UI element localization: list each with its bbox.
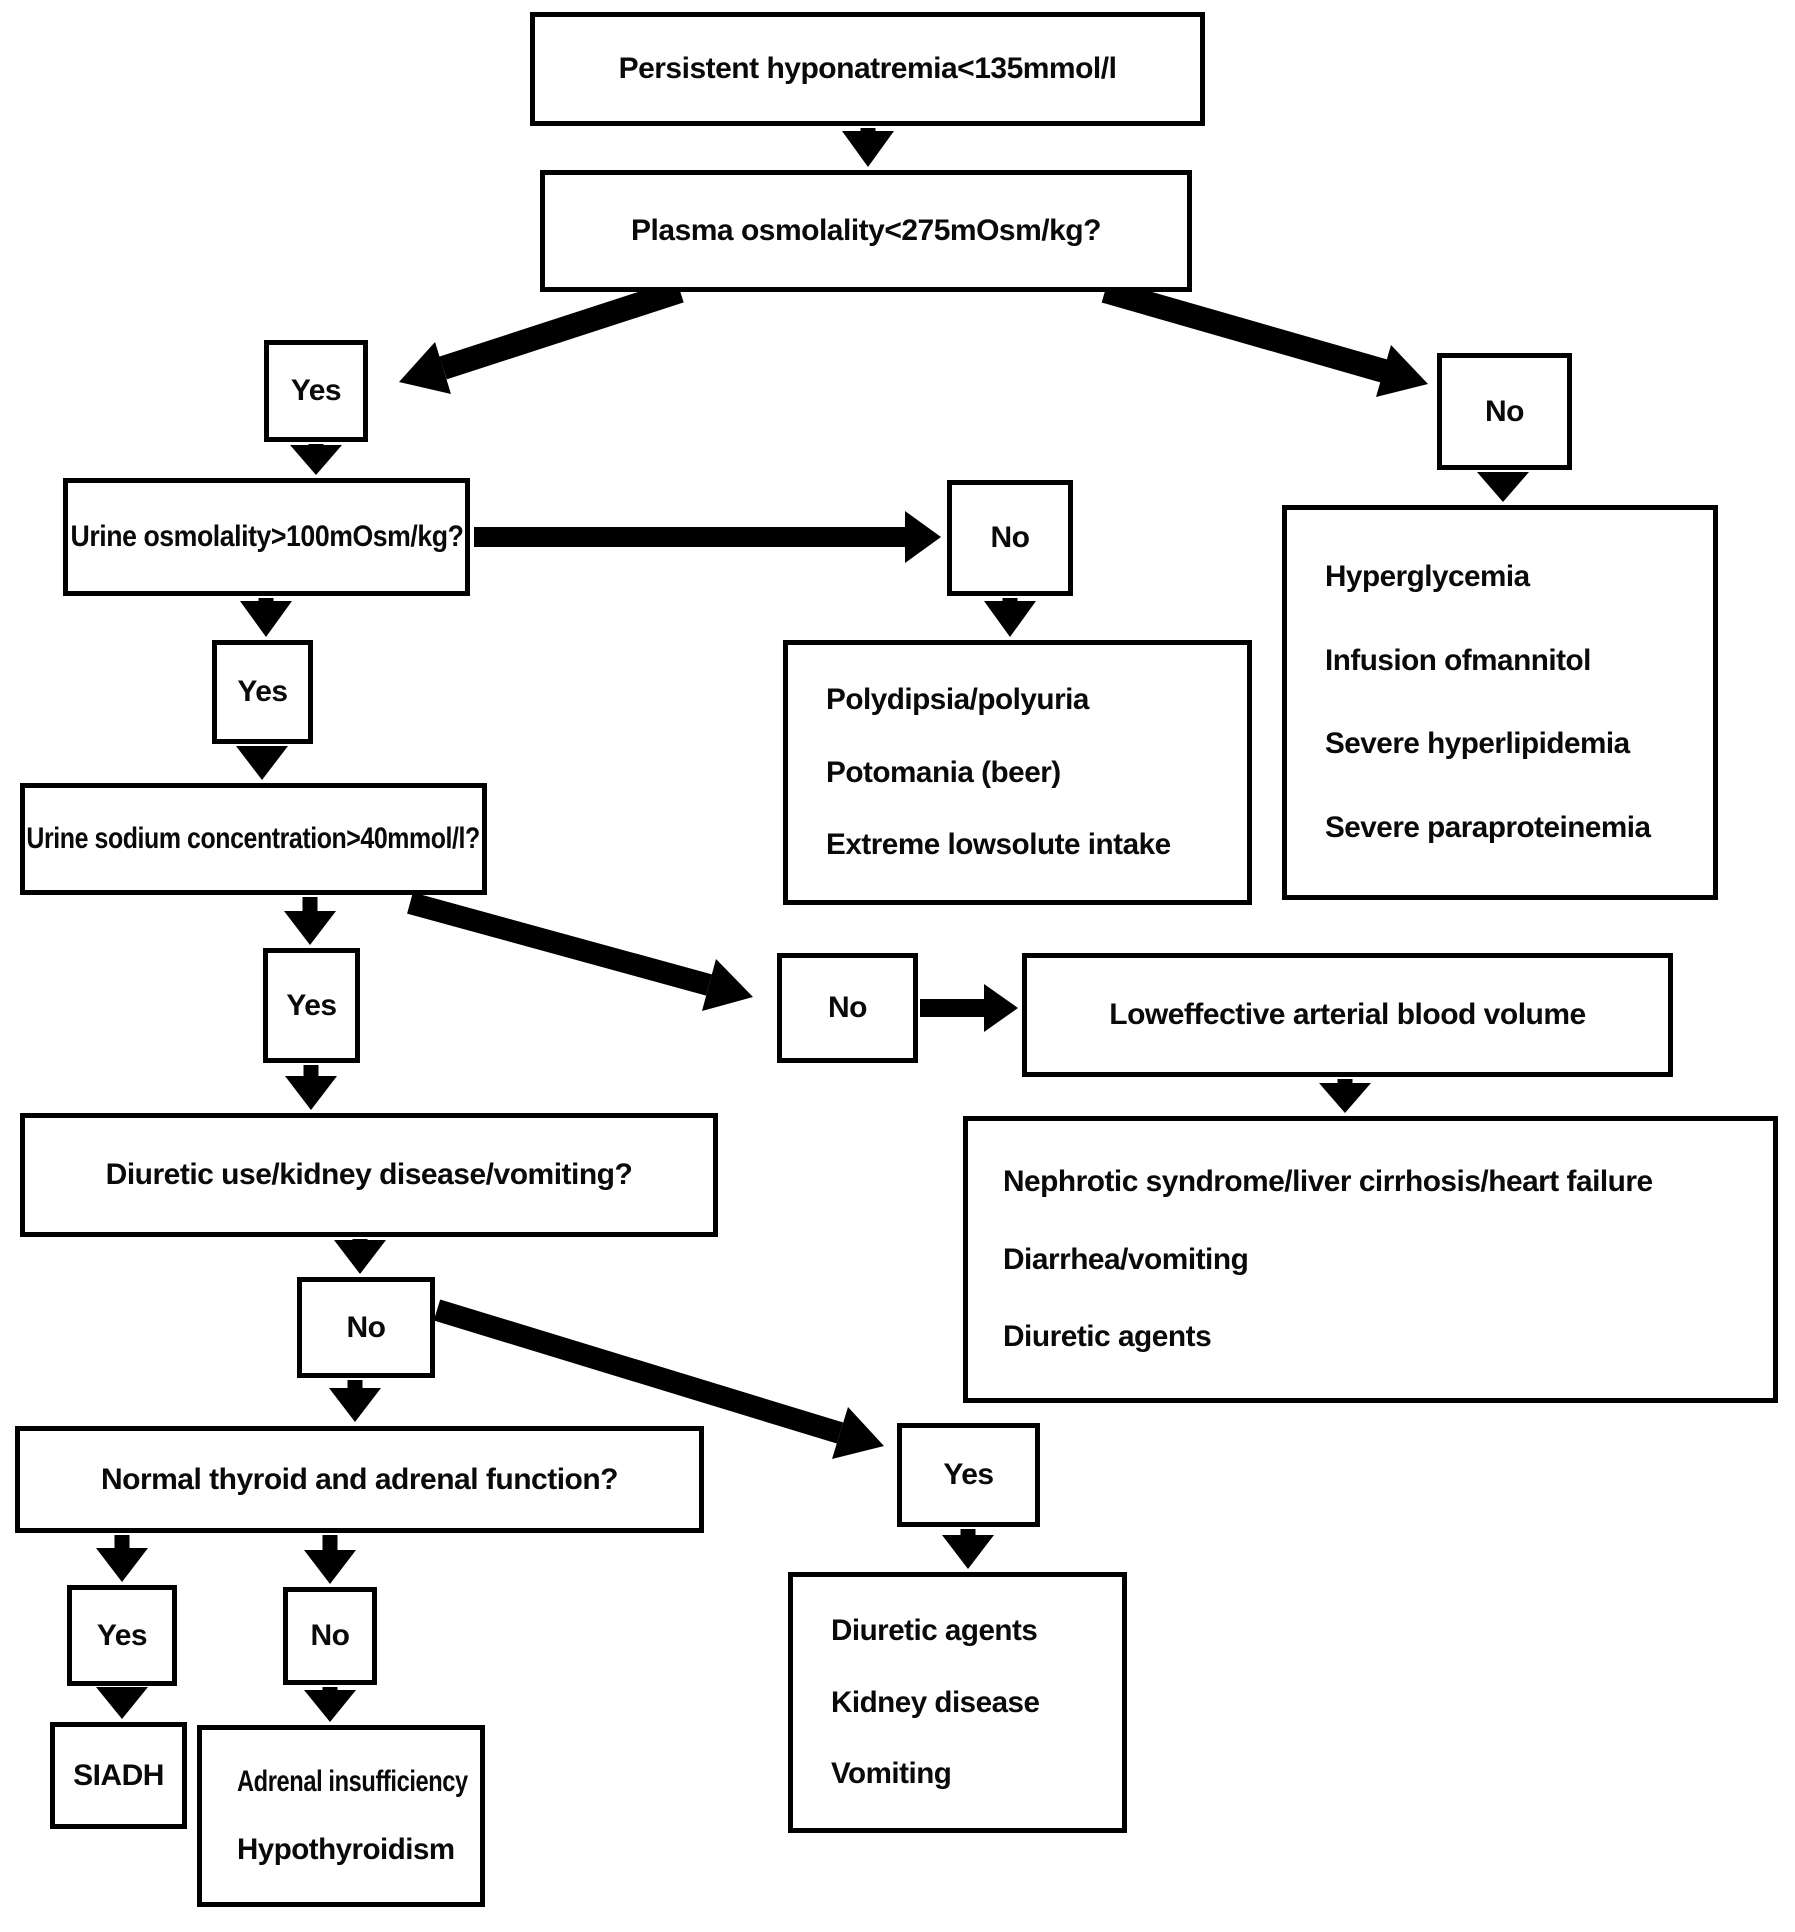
node-hyperosmolar-causes: Hyperglycemia Infusion ofmannitol Severe…	[1282, 505, 1718, 900]
cause-item: Infusion ofmannitol	[1325, 643, 1591, 677]
node-endocrine-causes: Adrenal insufficiency Hypothyroidism	[197, 1725, 485, 1907]
cause-item: Severe hyperlipidemia	[1325, 727, 1630, 761]
node-diuretic-use-question: Diuretic use/kidney disease/vomiting?	[20, 1113, 718, 1237]
arrow-diuretic-use-to-no	[334, 1239, 386, 1274]
node-label: No	[346, 1310, 387, 1344]
node-urine-sodium-concentration: Urine sodium concentration>40mmol/l?	[20, 783, 487, 895]
arrow-yes-to-diuretic-causes	[942, 1529, 994, 1569]
arrow-no-to-endocrine-causes	[304, 1687, 356, 1722]
node-label: Yes	[96, 1618, 148, 1652]
arrow-no-to-hyperosmolar-causes	[1477, 472, 1529, 502]
arrow-plasma-to-yes	[399, 279, 684, 394]
node-label: Yes	[286, 988, 337, 1022]
node-low-effective-arterial-blood-volume: Loweffective arterial blood volume	[1022, 953, 1673, 1077]
node-label: Loweffective arterial blood volume	[1109, 998, 1586, 1031]
node-low-eabv-causes: Nephrotic syndrome/liver cirrhosis/heart…	[963, 1116, 1778, 1403]
node-label: No	[310, 1619, 351, 1652]
node-label: Yes	[943, 1458, 994, 1491]
node-label: Diuretic use/kidney disease/vomiting?	[105, 1158, 633, 1191]
cause-item: Potomania (beer)	[826, 755, 1061, 789]
node-label: Plasma osmolality<275mOsm/kg?	[631, 214, 1101, 247]
node-siadh: SIADH	[50, 1722, 187, 1829]
arrow-plasma-to-no	[1101, 279, 1428, 397]
node-yes-thyroid: Yes	[67, 1585, 177, 1686]
arrow-persistent-to-plasma	[842, 128, 894, 167]
cause-item: Diuretic agents	[831, 1614, 1038, 1648]
node-label: Urine osmolality>100mOsm/kg?	[70, 520, 463, 553]
arrow-no-to-polydipsia-causes	[984, 598, 1036, 637]
node-no-urine-sodium: No	[777, 953, 918, 1063]
node-label: No	[828, 991, 868, 1024]
arrow-no-to-low-eabv	[920, 984, 1018, 1032]
node-no-diuretic-use: No	[297, 1277, 435, 1378]
node-polydipsia-causes: Polydipsia/polyuria Potomania (beer) Ext…	[783, 640, 1252, 905]
arrow-no-to-normal-thyroid	[329, 1380, 381, 1422]
cause-item: Vomiting	[831, 1756, 952, 1790]
cause-item: Nephrotic syndrome/liver cirrhosis/heart…	[1003, 1164, 1653, 1198]
node-label: Normal thyroid and adrenal function?	[100, 1462, 619, 1496]
arrow-yes-to-diuretic-use	[285, 1065, 337, 1110]
arrow-low-eabv-to-causes	[1319, 1079, 1371, 1113]
node-urine-osmolality: Urine osmolality>100mOsm/kg?	[63, 478, 470, 596]
cause-item: Extreme lowsolute intake	[826, 827, 1171, 861]
node-no-low-urine-osmolality: No	[947, 480, 1073, 596]
node-yes-urine-sodium: Yes	[263, 948, 360, 1063]
arrow-yes-to-urine-osmolality	[290, 444, 342, 475]
arrow-normal-thyroid-to-no	[304, 1535, 356, 1584]
node-yes-diuretic-use: Yes	[897, 1423, 1040, 1527]
cause-item: Hyperglycemia	[1325, 559, 1530, 593]
node-yes-hypotonic: Yes	[264, 340, 368, 442]
node-plasma-osmolality: Plasma osmolality<275mOsm/kg?	[540, 170, 1192, 292]
node-diuretic-causes: Diuretic agents Kidney disease Vomiting	[788, 1572, 1127, 1833]
arrow-urine-sodium-to-yes	[284, 897, 336, 945]
arrow-urine-osmolality-to-yes	[240, 598, 292, 637]
node-no-nonhypotonic: No	[1437, 353, 1572, 470]
node-label: SIADH	[73, 1758, 164, 1792]
arrow-normal-thyroid-to-yes	[96, 1535, 148, 1582]
node-label: Urine sodium concentration>40mmol/l?	[26, 822, 481, 855]
cause-item: Polydipsia/polyuria	[826, 683, 1089, 717]
node-label: Yes	[237, 675, 288, 708]
node-no-thyroid: No	[283, 1587, 377, 1685]
cause-item: Hypothyroidism	[237, 1833, 455, 1867]
node-label: Yes	[290, 374, 342, 407]
node-label: No	[1485, 394, 1525, 428]
node-label: No	[990, 521, 1031, 554]
node-persistent-hyponatremia: Persistent hyponatremia<135mmol/l	[530, 12, 1205, 126]
arrow-no-to-yes-diagonal	[433, 1299, 884, 1459]
cause-item: Diarrhea/vomiting	[1003, 1242, 1249, 1276]
arrow-urine-sodium-to-no	[407, 892, 753, 1011]
node-label: Persistent hyponatremia<135mmol/l	[618, 52, 1117, 85]
cause-item: Severe paraproteinemia	[1325, 811, 1651, 845]
arrow-yes-to-siadh	[96, 1687, 148, 1719]
node-yes-urine-osmolality: Yes	[212, 640, 313, 744]
arrow-yes-to-urine-sodium	[236, 746, 288, 780]
cause-item: Diuretic agents	[1003, 1320, 1212, 1354]
cause-item: Kidney disease	[831, 1685, 1040, 1719]
cause-item: Adrenal insufficiency	[237, 1764, 468, 1798]
node-normal-thyroid-adrenal-question: Normal thyroid and adrenal function?	[15, 1426, 704, 1533]
arrow-urine-osmolality-to-no	[474, 511, 941, 563]
